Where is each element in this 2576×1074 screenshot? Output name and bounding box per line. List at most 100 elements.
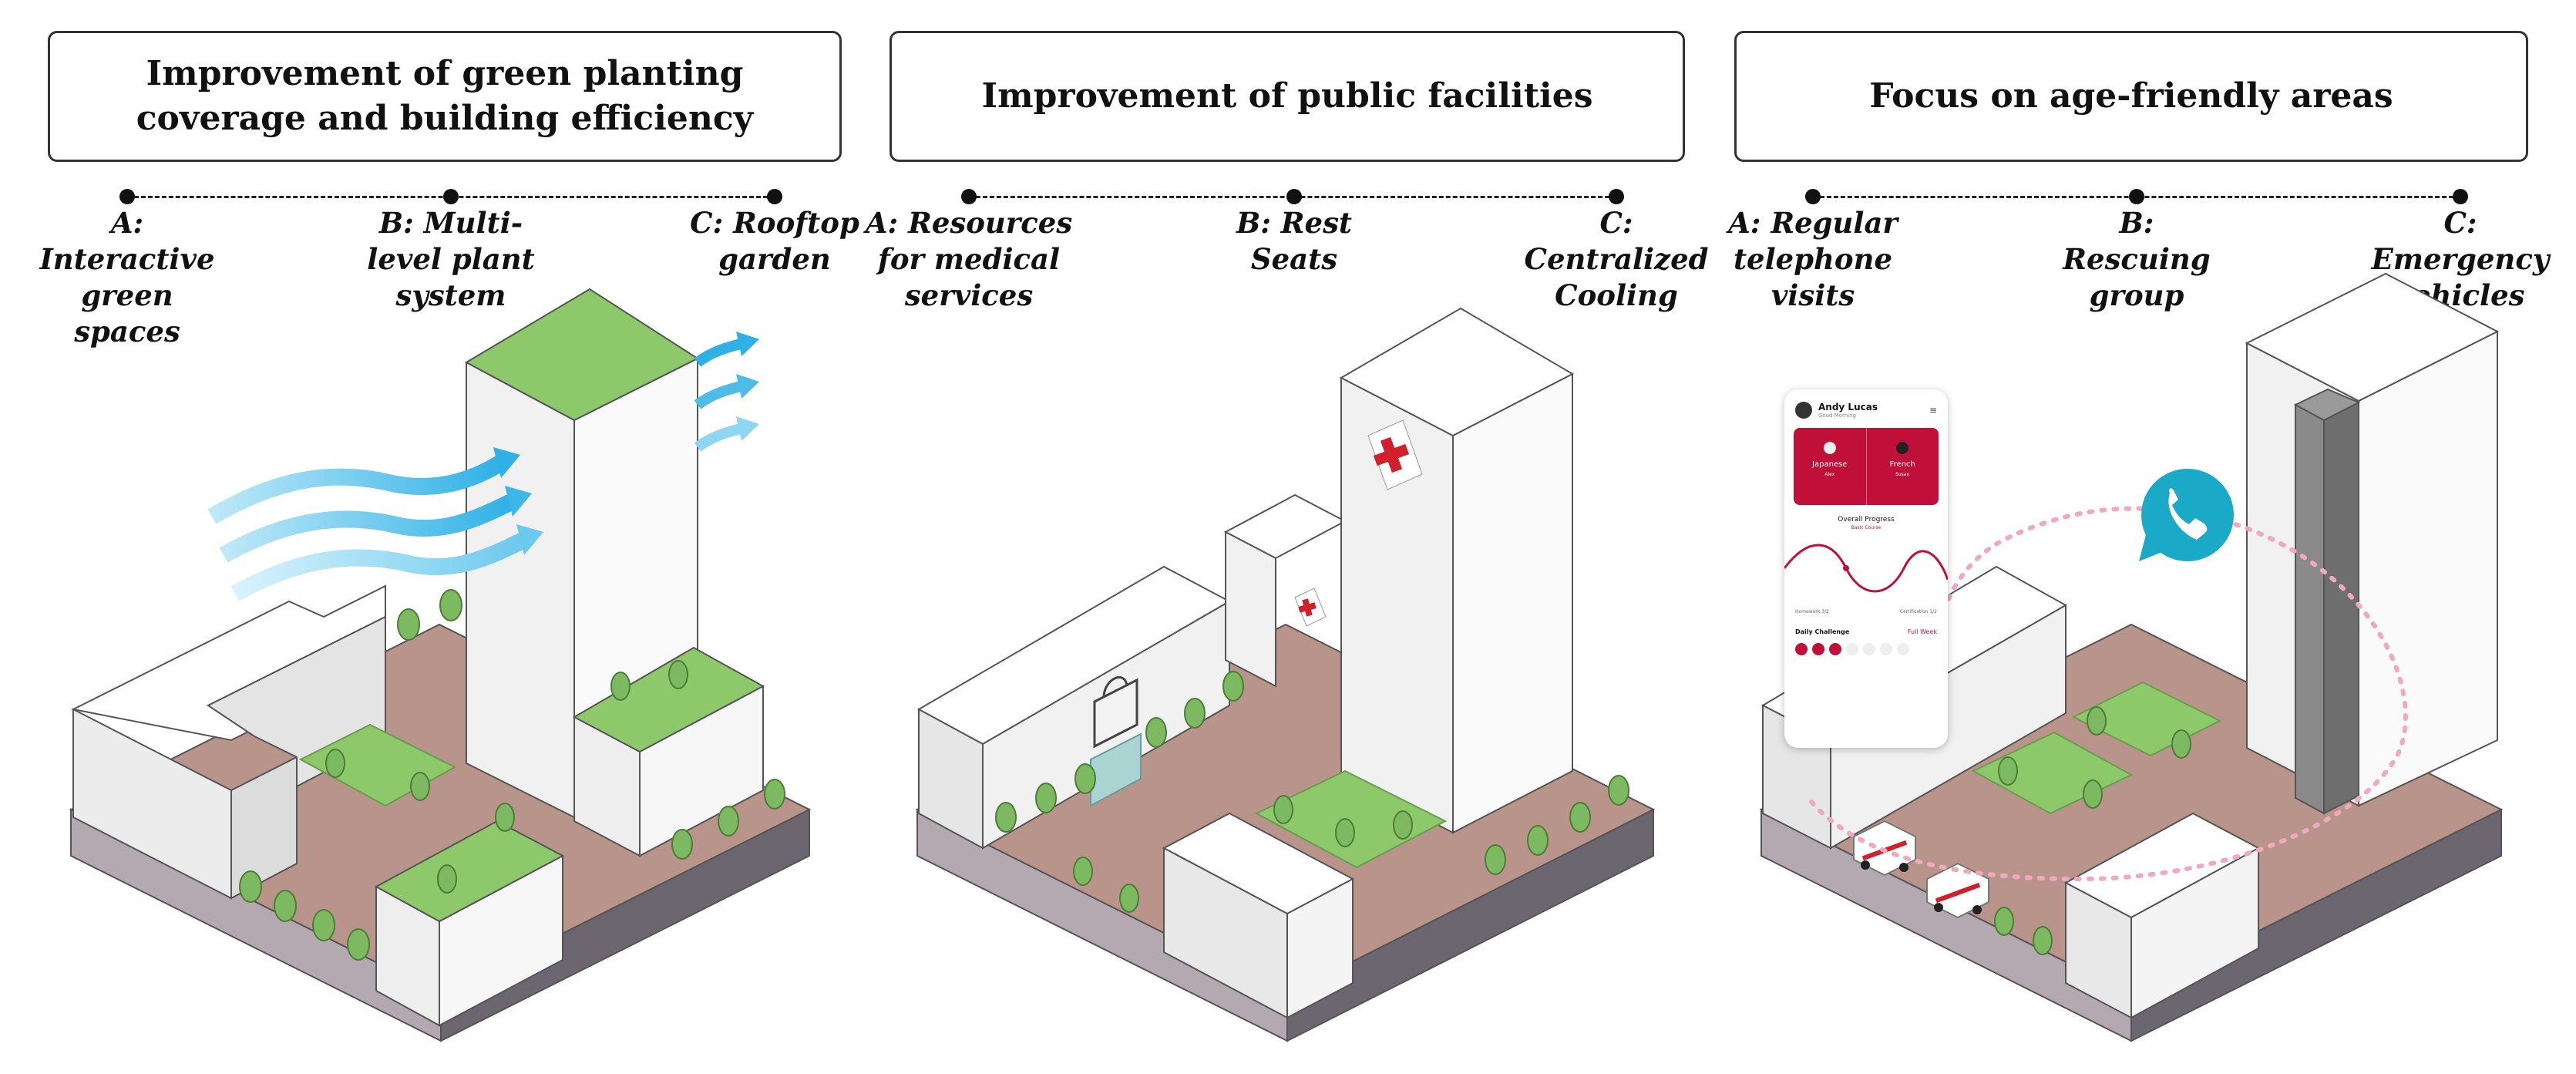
- wind-arrow-head: [736, 374, 759, 399]
- timeline-dot-a: [1805, 189, 1821, 204]
- grass-patch: [1254, 769, 1448, 869]
- course-cards: Japanese Alex French Susan: [1794, 428, 1939, 505]
- day-dot-done[interactable]: [1829, 643, 1841, 655]
- tree-group: [1994, 706, 2191, 955]
- day-dot[interactable]: [1846, 643, 1858, 655]
- challenge-title: Daily Challenge: [1795, 628, 1850, 635]
- panel-3-title: Focus on age-friendly areas: [1734, 31, 2528, 162]
- stat-left: Homework 3/2: [1795, 609, 1829, 614]
- user-name: Andy Lucas: [1818, 402, 1878, 412]
- app-header-text: Andy Lucas Good Morning: [1818, 402, 1878, 419]
- tree: [1485, 844, 1506, 875]
- panel-1-option-c: C: Rooftop garden: [690, 206, 859, 276]
- course-card-right[interactable]: French Susan: [1865, 428, 1939, 505]
- menu-icon[interactable]: ≡: [1929, 405, 1937, 416]
- panel-1-timeline: [119, 189, 782, 204]
- day-dot-done[interactable]: [1812, 643, 1824, 655]
- tree: [1273, 795, 1293, 824]
- tree: [437, 864, 457, 894]
- day-dot[interactable]: [1880, 643, 1892, 655]
- tree: [2083, 779, 2103, 809]
- course-card-left-sub: Alex: [1824, 472, 1835, 477]
- tower-roof: [2245, 272, 2500, 402]
- building-l-side: [230, 756, 298, 900]
- panel-1-title-text: Improvement of green planting coverage a…: [136, 54, 754, 138]
- tree: [1184, 698, 1206, 729]
- tree: [668, 660, 688, 689]
- tree: [397, 608, 420, 641]
- tree: [1994, 907, 2014, 936]
- course-card-right-title: French: [1889, 460, 1915, 469]
- challenge-days: [1784, 638, 1948, 660]
- timeline-dot-a: [119, 189, 135, 204]
- ambulance-icon: [1926, 862, 1989, 919]
- tree: [2033, 926, 2053, 955]
- mid-building-front: [1225, 530, 1276, 688]
- timeline-dot-b: [443, 189, 459, 204]
- panel-3-option-b: B: Rescuing group: [2063, 206, 2211, 312]
- tree-group: [239, 589, 785, 961]
- tree: [1073, 857, 1093, 886]
- panel-1-title: Improvement of green planting coverage a…: [48, 31, 842, 162]
- progress-wave-chart: [1784, 544, 1948, 593]
- stat-right: Certification 1/2: [1899, 609, 1937, 614]
- wheel: [1972, 905, 1982, 914]
- wind-arrow-small: [694, 423, 745, 452]
- wind-arrow-small: [694, 380, 745, 409]
- wind-arrow-head: [736, 332, 759, 356]
- timeline-dot-a: [961, 189, 977, 204]
- tree: [274, 890, 297, 922]
- day-dot[interactable]: [1863, 643, 1875, 655]
- tower-front: [466, 361, 575, 819]
- tree: [610, 672, 631, 701]
- tree: [2087, 706, 2107, 736]
- tower-core-side: [2323, 401, 2359, 815]
- block-right-roof-garden: [572, 646, 765, 753]
- app-header: Andy Lucas Good Morning ≡: [1784, 389, 1948, 423]
- tree: [1119, 884, 1139, 913]
- tree: [718, 806, 739, 837]
- day-dot-done[interactable]: [1795, 643, 1808, 655]
- phone-app-mockup: Andy Lucas Good Morning ≡ Japanese Alex …: [1784, 389, 1948, 748]
- cross-shape: [1373, 443, 1410, 466]
- course-card-right-sub: Susan: [1895, 472, 1910, 477]
- course-card-left[interactable]: Japanese Alex: [1794, 428, 1866, 505]
- tree: [439, 589, 462, 621]
- rescue-route: [1809, 506, 2408, 882]
- tree: [1222, 671, 1244, 702]
- stats-row: Homework 3/2 Certification 1/2: [1784, 603, 1948, 621]
- challenge-link[interactable]: Full Week: [1907, 628, 1937, 635]
- panel-2-title-text: Improvement of public facilities: [981, 76, 1593, 116]
- bag-body: [1093, 678, 1138, 749]
- wind-arrow: [207, 455, 506, 524]
- scene-1-green-planting: [69, 288, 812, 1042]
- left-building-side: [1830, 604, 2067, 850]
- timeline-dot-b: [1286, 189, 1302, 204]
- timeline-dot-b: [2129, 189, 2144, 204]
- day-dot[interactable]: [1897, 643, 1909, 655]
- tower-side: [1452, 372, 1573, 834]
- tree: [495, 803, 515, 832]
- phone-handset: [2168, 488, 2208, 540]
- tree: [1335, 818, 1355, 847]
- medical-cross-icon-small: [1294, 588, 1327, 627]
- panel-1-option-b: B: Multi-level plant system: [367, 206, 535, 312]
- tree: [325, 749, 345, 778]
- tree: [1608, 775, 1629, 806]
- front-building-side: [2130, 847, 2259, 1019]
- avatar: [1795, 402, 1812, 419]
- panel-3-option-c: C: Emergency vehicles: [2371, 206, 2550, 312]
- tree: [1393, 810, 1413, 840]
- shopping-bag-icon: [1093, 676, 1138, 749]
- tower-core-front: [2295, 403, 2325, 815]
- wind-arrow: [219, 493, 516, 563]
- panel-2-timeline: [961, 189, 1624, 204]
- timeline-dot-c: [2453, 189, 2468, 204]
- block-front-roof-garden: [374, 820, 565, 923]
- cross-shape: [1298, 602, 1317, 613]
- tree: [1074, 763, 1096, 794]
- tree: [1145, 717, 1167, 748]
- wind-arrows: [207, 332, 759, 601]
- front-building-side: [1286, 877, 1354, 1019]
